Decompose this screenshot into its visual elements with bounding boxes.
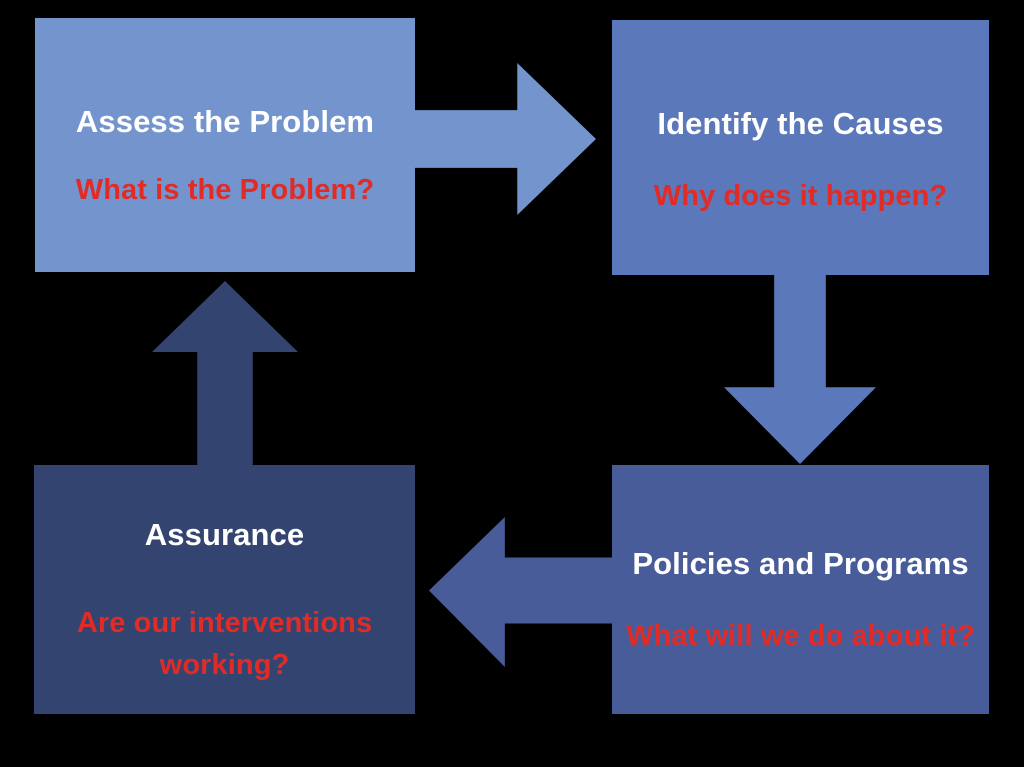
node-policies-title: Policies and Programs bbox=[632, 545, 969, 581]
node-causes-title: Identify the Causes bbox=[657, 105, 944, 141]
node-assurance-question: Are our interventions working? bbox=[76, 607, 373, 681]
node-policies-and-programs[interactable]: Policies and Programs What will we do ab… bbox=[612, 465, 989, 714]
node-causes-question: Why does it happen? bbox=[653, 179, 948, 212]
node-identify-the-causes[interactable]: Identify the Causes Why does it happen? bbox=[612, 20, 989, 275]
arrow-left-icon-policies-to-assurance bbox=[429, 517, 614, 667]
arrow-right-icon-assess-to-causes bbox=[404, 63, 596, 215]
node-assurance[interactable]: Assurance Are our interventions working? bbox=[34, 465, 415, 714]
arrow-down-icon-causes-to-policies bbox=[724, 272, 876, 464]
node-assess-title: Assess the Problem bbox=[75, 104, 375, 140]
node-assurance-title: Assurance bbox=[144, 517, 305, 553]
arrow-up-icon-assurance-to-assess bbox=[152, 281, 298, 468]
node-assess-the-problem[interactable]: Assess the Problem What is the Problem? bbox=[35, 18, 415, 272]
node-policies-question: What will we do about it? bbox=[626, 619, 975, 652]
node-assess-question: What is the Problem? bbox=[75, 174, 375, 207]
